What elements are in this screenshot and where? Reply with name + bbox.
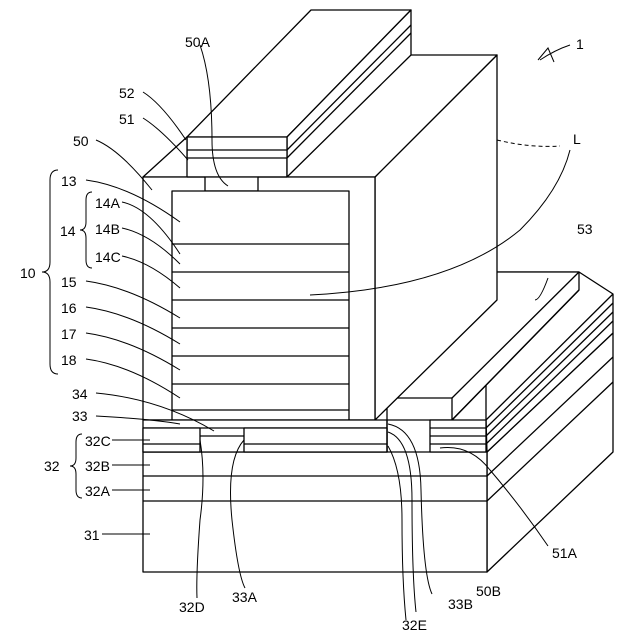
label-10: 10 bbox=[20, 265, 36, 281]
label-31: 31 bbox=[84, 527, 100, 543]
label-17: 17 bbox=[61, 326, 77, 342]
label-32C: 32C bbox=[85, 433, 111, 449]
label-32D: 32D bbox=[179, 599, 205, 615]
label-52: 52 bbox=[119, 85, 135, 101]
base-layers bbox=[143, 420, 387, 452]
label-16: 16 bbox=[61, 300, 77, 316]
label-13: 13 bbox=[61, 173, 77, 189]
label-50: 50 bbox=[73, 133, 89, 149]
label-15: 15 bbox=[61, 274, 77, 290]
label-14A: 14A bbox=[95, 195, 121, 211]
label-32E: 32E bbox=[402, 617, 427, 633]
label-33: 33 bbox=[72, 408, 88, 424]
label-device-ref: 1 bbox=[576, 36, 584, 52]
label-32A: 32A bbox=[85, 483, 111, 499]
label-18: 18 bbox=[61, 352, 77, 368]
label-53: 53 bbox=[577, 221, 593, 237]
label-33A: 33A bbox=[232, 589, 258, 605]
label-32: 32 bbox=[44, 458, 60, 474]
label-14B: 14B bbox=[95, 221, 120, 237]
layer-stack-10 bbox=[172, 191, 349, 420]
label-33B: 33B bbox=[448, 596, 473, 612]
label-32B: 32B bbox=[85, 458, 110, 474]
label-50A: 50A bbox=[185, 34, 211, 50]
label-51: 51 bbox=[119, 111, 135, 127]
label-14C: 14C bbox=[95, 249, 121, 265]
label-light: L bbox=[573, 131, 581, 147]
label-14: 14 bbox=[60, 223, 76, 239]
label-34: 34 bbox=[72, 386, 88, 402]
right-contact-pad bbox=[430, 420, 486, 452]
label-50B: 50B bbox=[476, 583, 501, 599]
label-51A: 51A bbox=[552, 545, 578, 561]
